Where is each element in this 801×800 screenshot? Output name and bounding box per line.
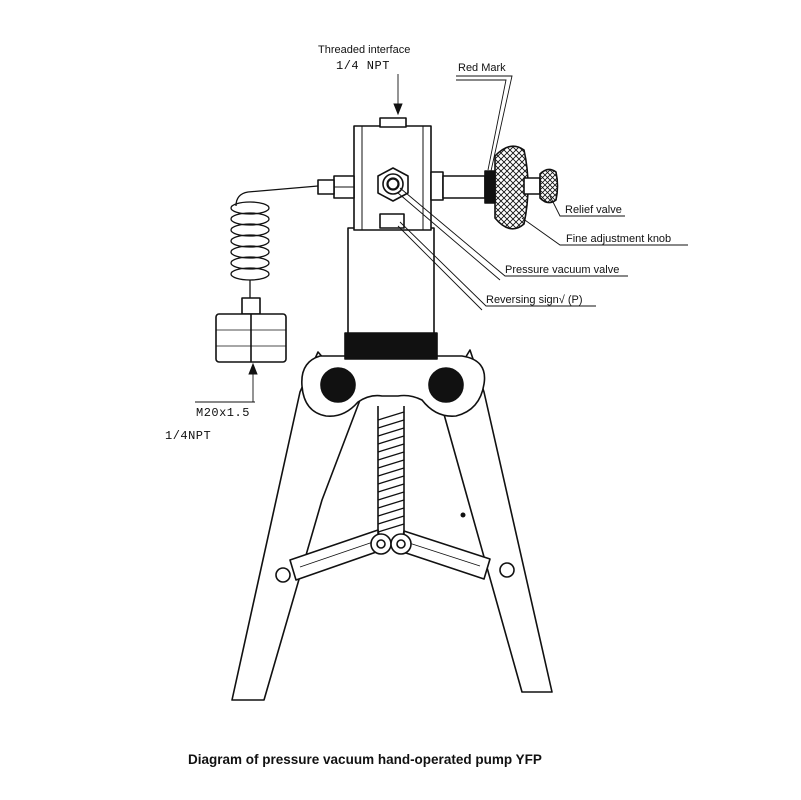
threaded-npt-label: 1/4 NPT [336, 59, 390, 73]
reversing-sign-label: Reversing sign√ (P) [486, 294, 583, 306]
coiled-pipe-line [235, 185, 319, 207]
coiled-pipe [230, 201, 270, 281]
right-handle-hole [499, 562, 515, 578]
diagram-caption: Diagram of pressure vacuum hand-operated… [188, 752, 542, 767]
pump-cylinder [347, 227, 435, 334]
m20-label: M20x1.5 [196, 406, 250, 420]
fine-adjustment-knob [494, 145, 529, 230]
right-yoke-hole [428, 367, 464, 403]
npt-bottom-label: 1/4NPT [165, 429, 212, 443]
fine-adjustment-knob-label: Fine adjustment knob [566, 233, 672, 245]
relief-valve [539, 168, 559, 204]
black-collar [344, 332, 438, 360]
left-yoke-hole [320, 367, 356, 403]
valve-stem [430, 171, 444, 201]
relief-valve-label: Relief valve [565, 204, 622, 216]
threaded-rod [377, 406, 405, 536]
reversing-sign-window [379, 213, 405, 229]
red-mark-band [484, 170, 496, 204]
red-mark-label: Red Mark [458, 62, 506, 74]
left-handle-hole [275, 567, 291, 583]
pressure-vacuum-valve-label: Pressure vacuum valve [505, 264, 620, 276]
threaded-interface-label: Threaded interface [318, 44, 411, 56]
